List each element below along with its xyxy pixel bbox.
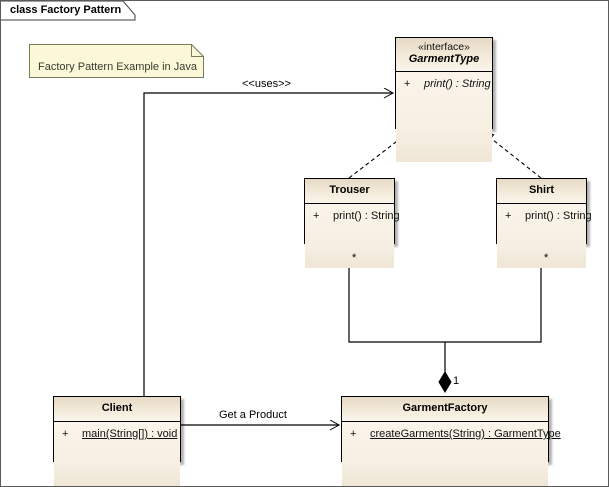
multiplicity-garmentfactory: 1 — [453, 375, 460, 387]
class-name-client: Client — [101, 402, 133, 414]
connector-label-uses: <<uses>> — [242, 78, 291, 90]
operation-signature: print() : String — [525, 210, 592, 222]
operation-signature: print() : String — [424, 78, 491, 90]
class-box-shirt[interactable]: Shirt + print() : String — [496, 178, 592, 268]
note-text: Factory Pattern Example in Java — [38, 61, 197, 73]
class-header-garmenttype: «interface» GarmentType — [396, 38, 492, 72]
multiplicity-trouser: * — [352, 252, 357, 264]
class-header-shirt: Shirt — [497, 179, 586, 204]
class-box-client[interactable]: Client + main(String[]) : void — [53, 396, 181, 486]
class-box-garmenttype[interactable]: «interface» GarmentType + print() : Stri… — [395, 37, 493, 162]
class-name-garmenttype: GarmentType — [408, 53, 480, 65]
class-body-garmenttype: + print() : String — [396, 72, 492, 162]
class-name-trouser: Trouser — [329, 184, 370, 196]
class-body-client: + main(String[]) : void — [54, 422, 180, 486]
class-name-shirt: Shirt — [528, 184, 555, 196]
visibility-marker: + — [505, 210, 512, 222]
operation-signature: createGarments(String) : GarmentType — [370, 428, 561, 440]
class-header-garmentfactory: GarmentFactory — [342, 397, 548, 422]
stereotype-interface: «interface» — [418, 41, 470, 53]
diagram-frame-tab: class Factory Pattern — [1, 1, 131, 21]
diagram-title: class Factory Pattern — [10, 4, 122, 16]
visibility-marker: + — [313, 210, 320, 222]
multiplicity-shirt: * — [544, 252, 549, 264]
class-box-garmentfactory[interactable]: GarmentFactory + createGarments(String) … — [341, 396, 561, 486]
visibility-marker: + — [62, 428, 69, 440]
class-header-client: Client — [54, 397, 180, 422]
class-header-trouser: Trouser — [305, 179, 394, 204]
visibility-marker: + — [404, 78, 411, 90]
note-box: Factory Pattern Example in Java — [29, 44, 204, 77]
connector-label-get-a-product: Get a Product — [219, 409, 287, 421]
operation-signature: main(String[]) : void — [82, 428, 178, 440]
class-name-garmentfactory: GarmentFactory — [402, 402, 488, 414]
class-body-shirt: + print() : String — [497, 204, 592, 268]
visibility-marker: + — [350, 428, 357, 440]
class-box-trouser[interactable]: Trouser + print() : String — [304, 178, 400, 268]
class-body-garmentfactory: + createGarments(String) : GarmentType — [342, 422, 561, 486]
composition-diamond — [438, 371, 452, 393]
class-body-trouser: + print() : String — [305, 204, 400, 268]
operation-signature: print() : String — [333, 210, 400, 222]
